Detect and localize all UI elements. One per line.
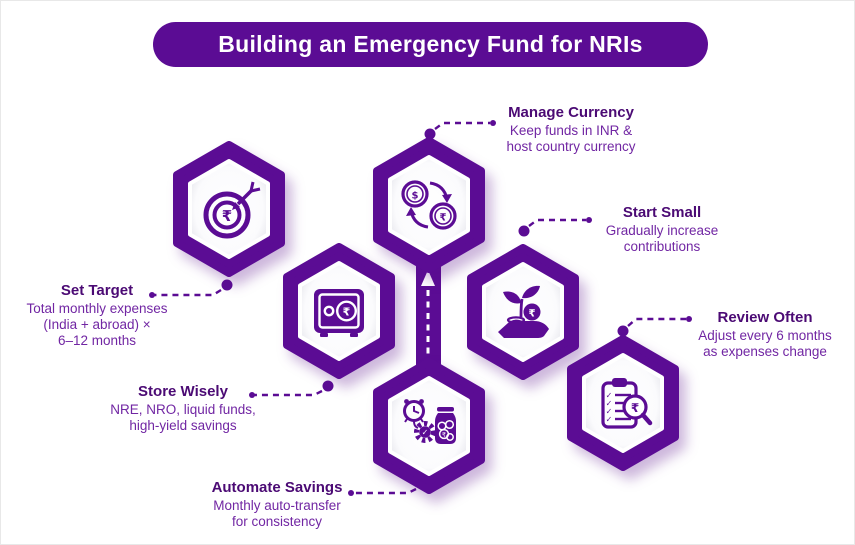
hexagon-manage-currency: $ ₹ bbox=[369, 137, 489, 273]
step-title: Set Target bbox=[60, 282, 134, 299]
connector-store-wisely bbox=[254, 389, 323, 397]
step-title: Start Small bbox=[622, 204, 702, 221]
label-review-often: Review Often Adjust every 6 months as ex… bbox=[679, 309, 851, 360]
hexagon-set-target: ₹ bbox=[169, 141, 289, 277]
connector-manage-currency bbox=[434, 121, 490, 130]
target-dart-icon: ₹ bbox=[203, 181, 261, 239]
hexagon-review-often: ✓ ✓ ✓ ✓ ₹ bbox=[563, 335, 683, 471]
rupee-glyph: ₹ bbox=[440, 213, 447, 224]
check-glyph: ✓ bbox=[422, 428, 429, 437]
connector-end-dot bbox=[348, 490, 354, 496]
page-title: Building an Emergency Fund for NRIs bbox=[218, 31, 643, 57]
connector-dot bbox=[322, 380, 334, 392]
connector-dot bbox=[221, 279, 233, 291]
label-manage-currency: Manage Currency Keep funds in INR & host… bbox=[485, 104, 657, 155]
connector-start-small bbox=[528, 218, 586, 227]
step-desc-line: (India + abroad) × bbox=[43, 317, 151, 332]
step-desc-line: Gradually increase bbox=[605, 223, 719, 238]
step-title: Review Often bbox=[717, 309, 813, 326]
check-glyph: ✓ bbox=[606, 391, 613, 400]
rupee-glyph: ₹ bbox=[343, 306, 351, 319]
step-desc-line: Monthly auto-transfer bbox=[213, 498, 341, 513]
currency-exchange-icon: $ ₹ bbox=[401, 180, 457, 230]
step-title: Automate Savings bbox=[211, 479, 343, 496]
connector-end-dot bbox=[490, 120, 496, 126]
check-glyph: ✓ bbox=[606, 407, 613, 416]
connector-end-dot bbox=[686, 316, 692, 322]
check-glyph: ✓ bbox=[606, 399, 613, 408]
label-automate-savings: Automate Savings Monthly auto-transfer f… bbox=[191, 479, 363, 530]
dollar-glyph: $ bbox=[412, 191, 419, 202]
hexagon-start-small: ₹ bbox=[463, 244, 583, 380]
hexagon-automate-savings: ✓ ₹ bbox=[369, 358, 489, 494]
title-banner: Building an Emergency Fund for NRIs bbox=[153, 22, 708, 67]
connector-dot bbox=[518, 225, 530, 237]
hexagon-store-wisely: ₹ bbox=[279, 243, 399, 379]
safe-vault-icon: ₹ bbox=[314, 289, 364, 337]
connector-set-target bbox=[152, 288, 222, 297]
step-desc-line: Adjust every 6 months bbox=[698, 328, 832, 343]
label-store-wisely: Store Wisely NRE, NRO, liquid funds, hig… bbox=[97, 383, 269, 434]
connector-dot bbox=[424, 128, 436, 140]
step-desc-line: 6–12 months bbox=[57, 333, 137, 348]
rupee-glyph: ₹ bbox=[442, 431, 446, 439]
check-glyph: ✓ bbox=[606, 415, 613, 424]
label-start-small: Start Small Gradually increase contribut… bbox=[576, 204, 748, 255]
label-set-target: Set Target Total monthly expenses (India… bbox=[11, 282, 183, 349]
step-title: Manage Currency bbox=[508, 104, 634, 121]
step-desc-line: NRE, NRO, liquid funds, bbox=[110, 402, 256, 417]
connector-end-dot bbox=[249, 392, 255, 398]
rupee-glyph: ₹ bbox=[222, 207, 232, 225]
step-title: Store Wisely bbox=[138, 383, 228, 400]
connector-dot bbox=[617, 325, 629, 337]
step-desc-line: Keep funds in INR & bbox=[509, 123, 633, 138]
connector-automate-savings bbox=[353, 487, 417, 495]
step-desc-line: contributions bbox=[623, 239, 701, 254]
alarm-gear-coin-jar-icon: ✓ ₹ bbox=[403, 399, 456, 444]
clipboard-magnifier-icon: ✓ ✓ ✓ ✓ ₹ bbox=[601, 378, 653, 429]
step-desc-line: as expenses change bbox=[703, 344, 827, 359]
rupee-glyph: ₹ bbox=[631, 401, 639, 415]
connector-end-dot bbox=[149, 292, 155, 298]
step-desc-line: host country currency bbox=[506, 139, 636, 154]
step-desc-line: high-yield savings bbox=[129, 418, 237, 433]
step-desc-line: Total monthly expenses bbox=[26, 301, 168, 316]
hand-plant-coin-icon: ₹ bbox=[498, 285, 549, 338]
connector-review-often bbox=[627, 317, 686, 327]
rupee-glyph: ₹ bbox=[529, 309, 536, 320]
connector-end-dot bbox=[586, 217, 592, 223]
step-desc-line: for consistency bbox=[231, 514, 323, 529]
flow-arrow bbox=[416, 253, 441, 371]
